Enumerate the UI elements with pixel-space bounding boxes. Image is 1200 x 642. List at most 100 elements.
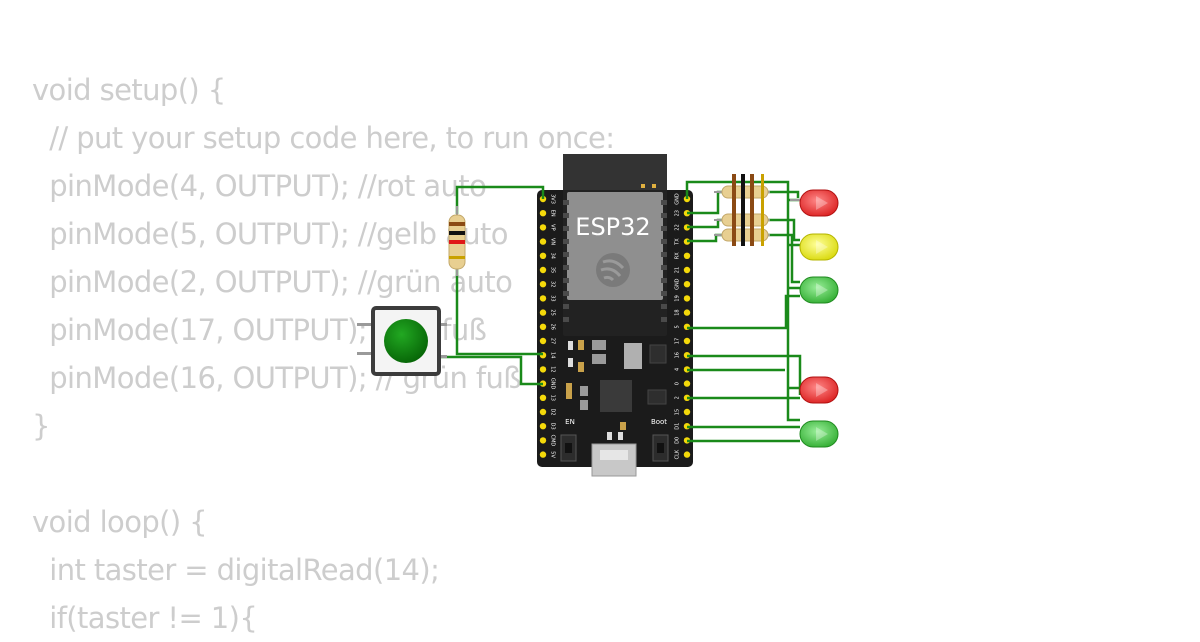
header-pin[interactable] [683, 380, 691, 387]
module-pad [563, 213, 569, 218]
header-pin[interactable] [539, 238, 547, 245]
header-pin[interactable] [539, 394, 547, 401]
header-pin[interactable] [539, 366, 547, 373]
module-pad [563, 239, 569, 244]
module-pad [563, 317, 569, 322]
header-pin[interactable] [539, 437, 547, 444]
pin-label: 17 [675, 338, 681, 344]
pulldown-resistor[interactable] [448, 206, 466, 276]
code-line: } [32, 409, 50, 443]
module-pad [661, 239, 667, 244]
led-4-red[interactable] [799, 376, 839, 404]
pin-label: 15 [675, 409, 681, 415]
code-line: if(taster != 1){ [32, 601, 258, 635]
header-pin[interactable] [683, 337, 691, 345]
left-pin-header[interactable]: 3V3ENVPVN343532332526271412GND13D2D3CMD5… [539, 194, 556, 458]
header-pin[interactable] [539, 266, 547, 274]
module-pad [563, 265, 569, 270]
wire-gpio5-led3[interactable] [687, 294, 800, 330]
pin-label: D0 [675, 437, 681, 444]
code-line: pinMode(2, OUTPUT); //grün auto [32, 265, 513, 299]
led-3-green[interactable] [799, 276, 839, 304]
pin-label: GND [675, 193, 681, 205]
header-pin[interactable] [539, 224, 547, 231]
pin-label: VN [550, 238, 556, 245]
push-button[interactable] [357, 306, 447, 376]
code-line: void setup() { [32, 73, 226, 107]
header-pin[interactable] [539, 309, 547, 316]
header-pin[interactable] [683, 451, 691, 458]
header-pin[interactable] [539, 323, 547, 330]
button-cap[interactable] [384, 319, 428, 363]
pin-label: 12 [550, 366, 556, 372]
led-2-yellow[interactable] [799, 233, 839, 261]
code-line: int taster = digitalRead(14); [32, 553, 440, 587]
boot-label: Boot [651, 418, 667, 426]
wire-resistor-gpio14[interactable] [455, 268, 543, 356]
en-button[interactable] [560, 434, 577, 462]
pin-label: D3 [550, 423, 556, 430]
header-pin[interactable] [683, 309, 691, 316]
pin-label: CLK [675, 449, 681, 459]
pin-label: 26 [550, 324, 556, 330]
module-pad [661, 317, 667, 322]
header-pin[interactable] [539, 423, 547, 430]
header-pin[interactable] [539, 281, 547, 288]
pin-label: 16 [675, 352, 681, 358]
wire-button-gpio12[interactable] [441, 355, 543, 386]
header-pin[interactable] [539, 337, 547, 345]
pin-label: 5 [675, 325, 681, 328]
code-line: // put your setup code here, to run once… [32, 121, 615, 155]
code-listing: void setup() { // put your setup code he… [32, 66, 615, 642]
module-pad [661, 291, 667, 296]
module-pad [661, 278, 667, 283]
wire-gnd-common[interactable] [685, 180, 800, 422]
wires[interactable] [441, 180, 802, 443]
module-pad [661, 265, 667, 270]
header-pin[interactable] [539, 295, 547, 302]
usb-port[interactable] [591, 443, 637, 477]
usb-leds [607, 432, 623, 440]
module-pad [661, 213, 667, 218]
pin-label: 13 [550, 395, 556, 401]
module-pad [661, 304, 667, 309]
pin-label: 32 [550, 281, 556, 287]
header-pin[interactable] [683, 281, 691, 288]
pin-label: TX [675, 238, 681, 246]
led-resistors[interactable] [714, 174, 770, 246]
code-line: void loop() { [32, 505, 208, 539]
led-resistor-bands [732, 174, 764, 246]
header-pin[interactable] [683, 408, 691, 416]
module-pad [563, 278, 569, 283]
header-pin[interactable] [539, 451, 547, 458]
module-pad [661, 226, 667, 231]
led-5-green[interactable] [799, 420, 839, 448]
header-pin[interactable] [683, 252, 691, 259]
pin-label: 23 [675, 210, 681, 216]
header-pin[interactable] [539, 210, 547, 217]
esp32-board[interactable]: ESP32 EN [537, 154, 693, 477]
module-pad [563, 252, 569, 257]
led-1-red[interactable] [790, 189, 839, 217]
wire-res3-led3[interactable] [766, 233, 800, 284]
wire-res1-led1[interactable] [766, 190, 800, 198]
header-pin[interactable] [683, 295, 691, 302]
espressif-logo-icon [596, 253, 630, 287]
header-pin[interactable] [683, 266, 691, 274]
header-pin[interactable] [539, 252, 547, 259]
pin-label: 34 [550, 253, 556, 259]
module-pad [563, 226, 569, 231]
wire-res2-led2[interactable] [766, 218, 800, 242]
pin-label: 33 [550, 295, 556, 301]
wire-3v3-resistor[interactable] [455, 185, 545, 214]
pin-label: 3V3 [550, 194, 556, 204]
module-pad [563, 291, 569, 296]
module-pad [563, 304, 569, 309]
header-pin[interactable] [539, 408, 547, 416]
pin-label: 25 [550, 309, 556, 315]
boot-button[interactable] [652, 434, 669, 462]
pin-label: VP [550, 224, 556, 230]
wire-gpio16-led4[interactable] [687, 354, 802, 395]
pin-label: 4 [675, 368, 681, 371]
